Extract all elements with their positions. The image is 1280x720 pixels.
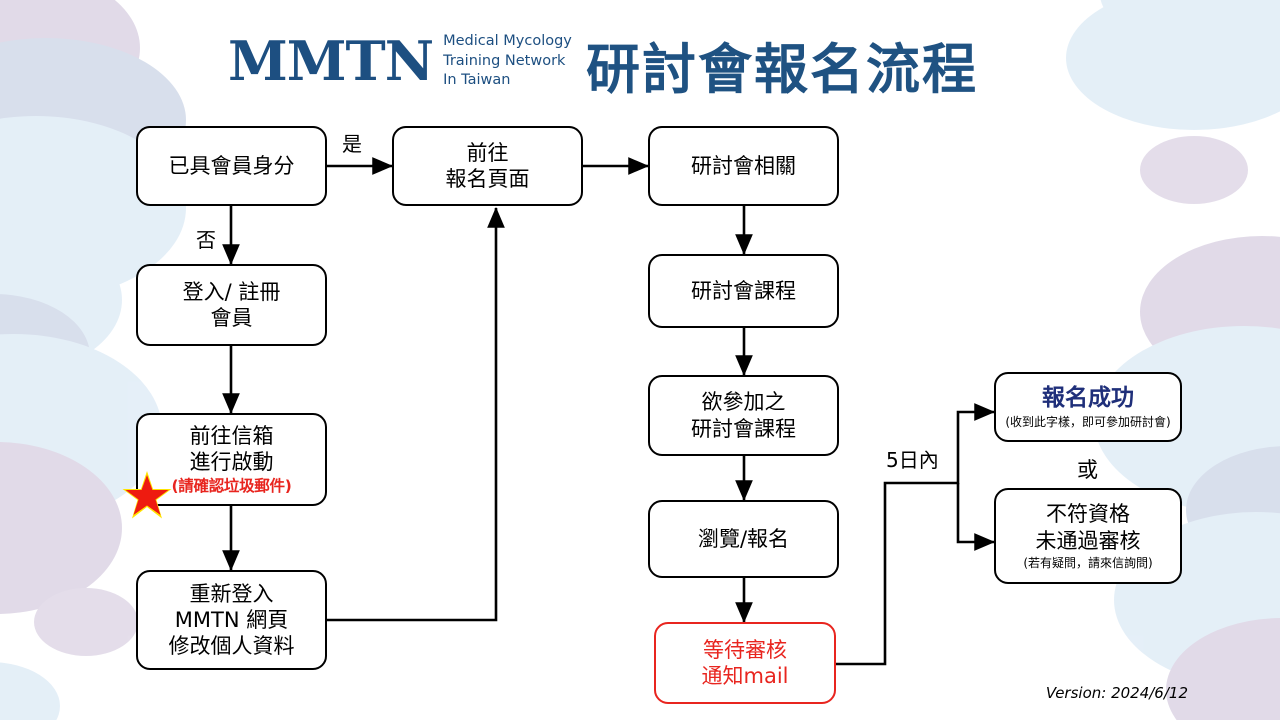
node-not-qualified-note: (若有疑問，請來信詢問) <box>1023 555 1153 570</box>
node-not-qualified[interactable]: 不符資格 未通過審核 (若有疑問，請來信詢問) <box>994 488 1182 584</box>
edge-label-within-5-days: 5日內 <box>886 448 939 472</box>
edge-label-yes: 是 <box>342 132 362 156</box>
node-browse-signup[interactable]: 瀏覽/報名 <box>648 500 839 578</box>
node-desired-course-line2: 研討會課程 <box>691 416 796 441</box>
node-go-signup-page-line1: 前往 <box>466 140 509 165</box>
node-login-register[interactable]: 登入/ 註冊 會員 <box>136 264 327 346</box>
node-activate-mail-line1: 前往信箱 <box>189 424 274 449</box>
label-or: 或 <box>1077 458 1098 482</box>
node-login-register-line1: 登入/ 註冊 <box>182 279 281 304</box>
node-not-qualified-line1: 不符資格 <box>1046 502 1130 527</box>
node-member-status[interactable]: 已具會員身分 <box>136 126 327 206</box>
mmtn-logo: MMTN Medical Mycology Training Network I… <box>228 30 572 91</box>
node-activate-mail-line2: 進行啟動 <box>189 450 274 475</box>
version-label: Version: 2024/6/12 <box>1045 684 1188 702</box>
node-member-status-line1: 已具會員身分 <box>168 153 295 178</box>
node-login-register-line2: 會員 <box>210 306 253 330</box>
node-relogin-edit[interactable]: 重新登入 MMTN 網頁 修改個人資料 <box>136 570 327 670</box>
node-seminar-course[interactable]: 研討會課程 <box>648 254 839 328</box>
node-signup-success[interactable]: 報名成功 (收到此字樣，即可參加研討會) <box>994 372 1182 442</box>
node-browse-signup-line1: 瀏覽/報名 <box>697 526 790 551</box>
node-seminar-info[interactable]: 研討會相關 <box>648 126 839 206</box>
node-not-qualified-line2: 未通過審核 <box>1035 528 1141 553</box>
logo-wordmark: MMTN <box>228 28 434 93</box>
node-await-review-line1: 等待審核 <box>703 637 787 662</box>
node-relogin-edit-line1: 重新登入 <box>189 581 274 606</box>
edge-await-to-rejected <box>956 483 996 551</box>
logo-tagline: Medical Mycology Training Network In Tai… <box>443 30 572 91</box>
node-activate-mail-note: (請確認垃圾郵件) <box>171 476 292 495</box>
logo-tagline-line1: Medical Mycology <box>443 33 572 49</box>
logo-tagline-line2: Training Network <box>443 52 566 69</box>
star-icon <box>122 471 172 519</box>
logo-tagline-line3: In Taiwan <box>443 72 511 89</box>
node-signup-success-title: 報名成功 <box>1042 385 1134 412</box>
node-seminar-info-line1: 研討會相關 <box>691 153 796 178</box>
page-title: 研討會報名流程 <box>586 38 978 101</box>
node-seminar-course-line1: 研討會課程 <box>691 278 796 303</box>
node-desired-course[interactable]: 欲參加之 研討會課程 <box>648 375 839 456</box>
edge-relogin-to-signup <box>327 206 505 622</box>
slide-header: MMTN Medical Mycology Training Network I… <box>0 0 1280 112</box>
node-await-review[interactable]: 等待審核 通知mail <box>654 622 836 704</box>
node-signup-success-note: (收到此字樣，即可參加研討會) <box>1005 414 1171 429</box>
edge-label-no: 否 <box>196 228 216 252</box>
node-relogin-edit-line2: MMTN 網頁 <box>174 607 289 632</box>
node-go-signup-page-line2: 報名頁面 <box>445 167 530 191</box>
edge-await-to-success <box>836 403 996 666</box>
node-go-signup-page[interactable]: 前往 報名頁面 <box>392 126 583 206</box>
node-desired-course-line1: 欲參加之 <box>701 390 786 415</box>
node-await-review-line2: 通知mail <box>701 664 789 688</box>
node-relogin-edit-line3: 修改個人資料 <box>168 634 295 659</box>
